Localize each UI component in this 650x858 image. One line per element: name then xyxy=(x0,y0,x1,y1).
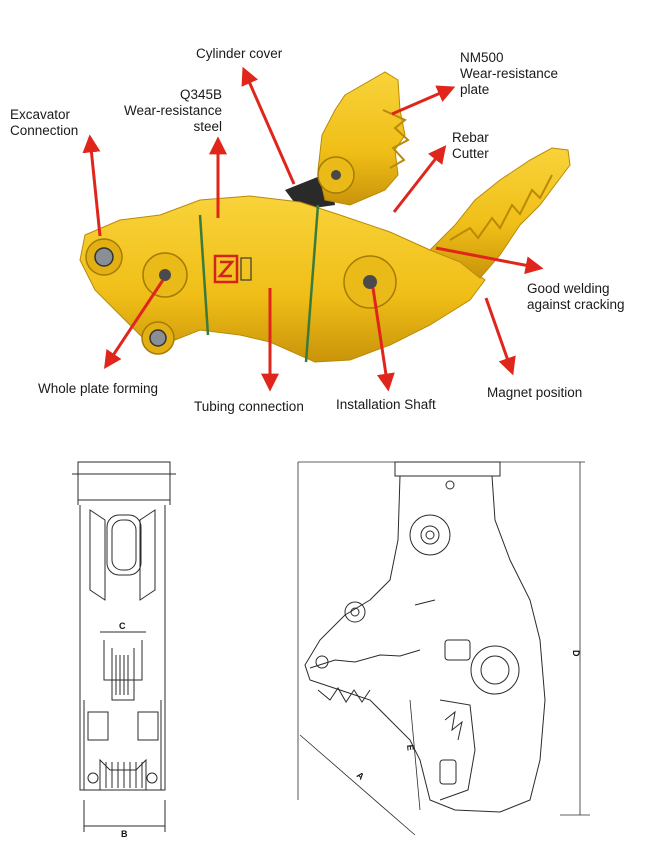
dim-a-label: A xyxy=(355,770,367,782)
dim-b-label: B xyxy=(121,829,128,839)
arrow-magnet-position xyxy=(484,297,516,376)
label-tubing-connection: Tubing connection xyxy=(194,399,304,414)
side-top-pin-boss xyxy=(409,514,451,556)
label-good-welding: Good welding against cracking xyxy=(527,281,625,312)
side-top-plate xyxy=(394,461,501,477)
installation-shaft-hole xyxy=(363,275,377,289)
front-view-drawing xyxy=(72,461,176,832)
weld-line-left xyxy=(198,214,210,336)
side-main-pin-boss xyxy=(470,645,520,695)
label-magnet-position: Magnet position xyxy=(487,385,583,400)
side-outline xyxy=(304,475,546,813)
arrow-installation-shaft xyxy=(371,287,395,392)
label-whole-plate-forming: Whole plate forming xyxy=(38,381,159,396)
lower-pin xyxy=(149,329,167,347)
weld-line-right xyxy=(304,204,320,363)
front-outline xyxy=(79,505,166,791)
label-excavator-connection: Excavator Connection xyxy=(10,107,79,138)
arrow-rebar-cutter xyxy=(392,145,447,213)
label-rebar-cutter: Rebar Cutter xyxy=(452,130,489,161)
side-cylinder-pin xyxy=(344,601,366,623)
arrow-nm500 xyxy=(391,85,456,116)
jaw-pivot-hole xyxy=(331,170,341,180)
front-top-plate xyxy=(77,461,171,475)
brand-logo xyxy=(213,254,252,284)
callout-arrows xyxy=(82,66,544,392)
dim-e-label: E xyxy=(405,744,416,751)
pulverizer-photo xyxy=(79,71,571,363)
dim-c-label: C xyxy=(119,621,126,631)
label-q345b-steel: Q345B Wear-resistance steel xyxy=(123,87,222,134)
front-cylinder-eye xyxy=(106,514,142,576)
arrow-whole-plate-forming xyxy=(104,279,165,370)
arrow-good-welding xyxy=(435,246,544,275)
main-body xyxy=(79,195,486,363)
side-view-drawing xyxy=(297,461,590,836)
lower-jaw-teeth xyxy=(449,174,553,241)
label-nm500-plate: NM500 Wear-resistance plate xyxy=(460,50,559,97)
arrow-excavator-connection xyxy=(82,134,102,237)
lower-jaw xyxy=(429,147,571,279)
side-dim-a xyxy=(299,734,416,836)
label-installation-shaft: Installation Shaft xyxy=(336,397,436,412)
excavator-pin xyxy=(94,247,114,267)
label-cylinder-cover: Cylinder cover xyxy=(196,46,283,61)
upper-jaw-teeth xyxy=(382,109,410,169)
side-dim-e xyxy=(409,699,421,811)
arrow-cylinder-cover xyxy=(241,66,296,185)
connection-shaft-hole xyxy=(159,269,171,281)
side-teeth xyxy=(317,687,371,703)
dim-d-label: D xyxy=(571,650,581,657)
